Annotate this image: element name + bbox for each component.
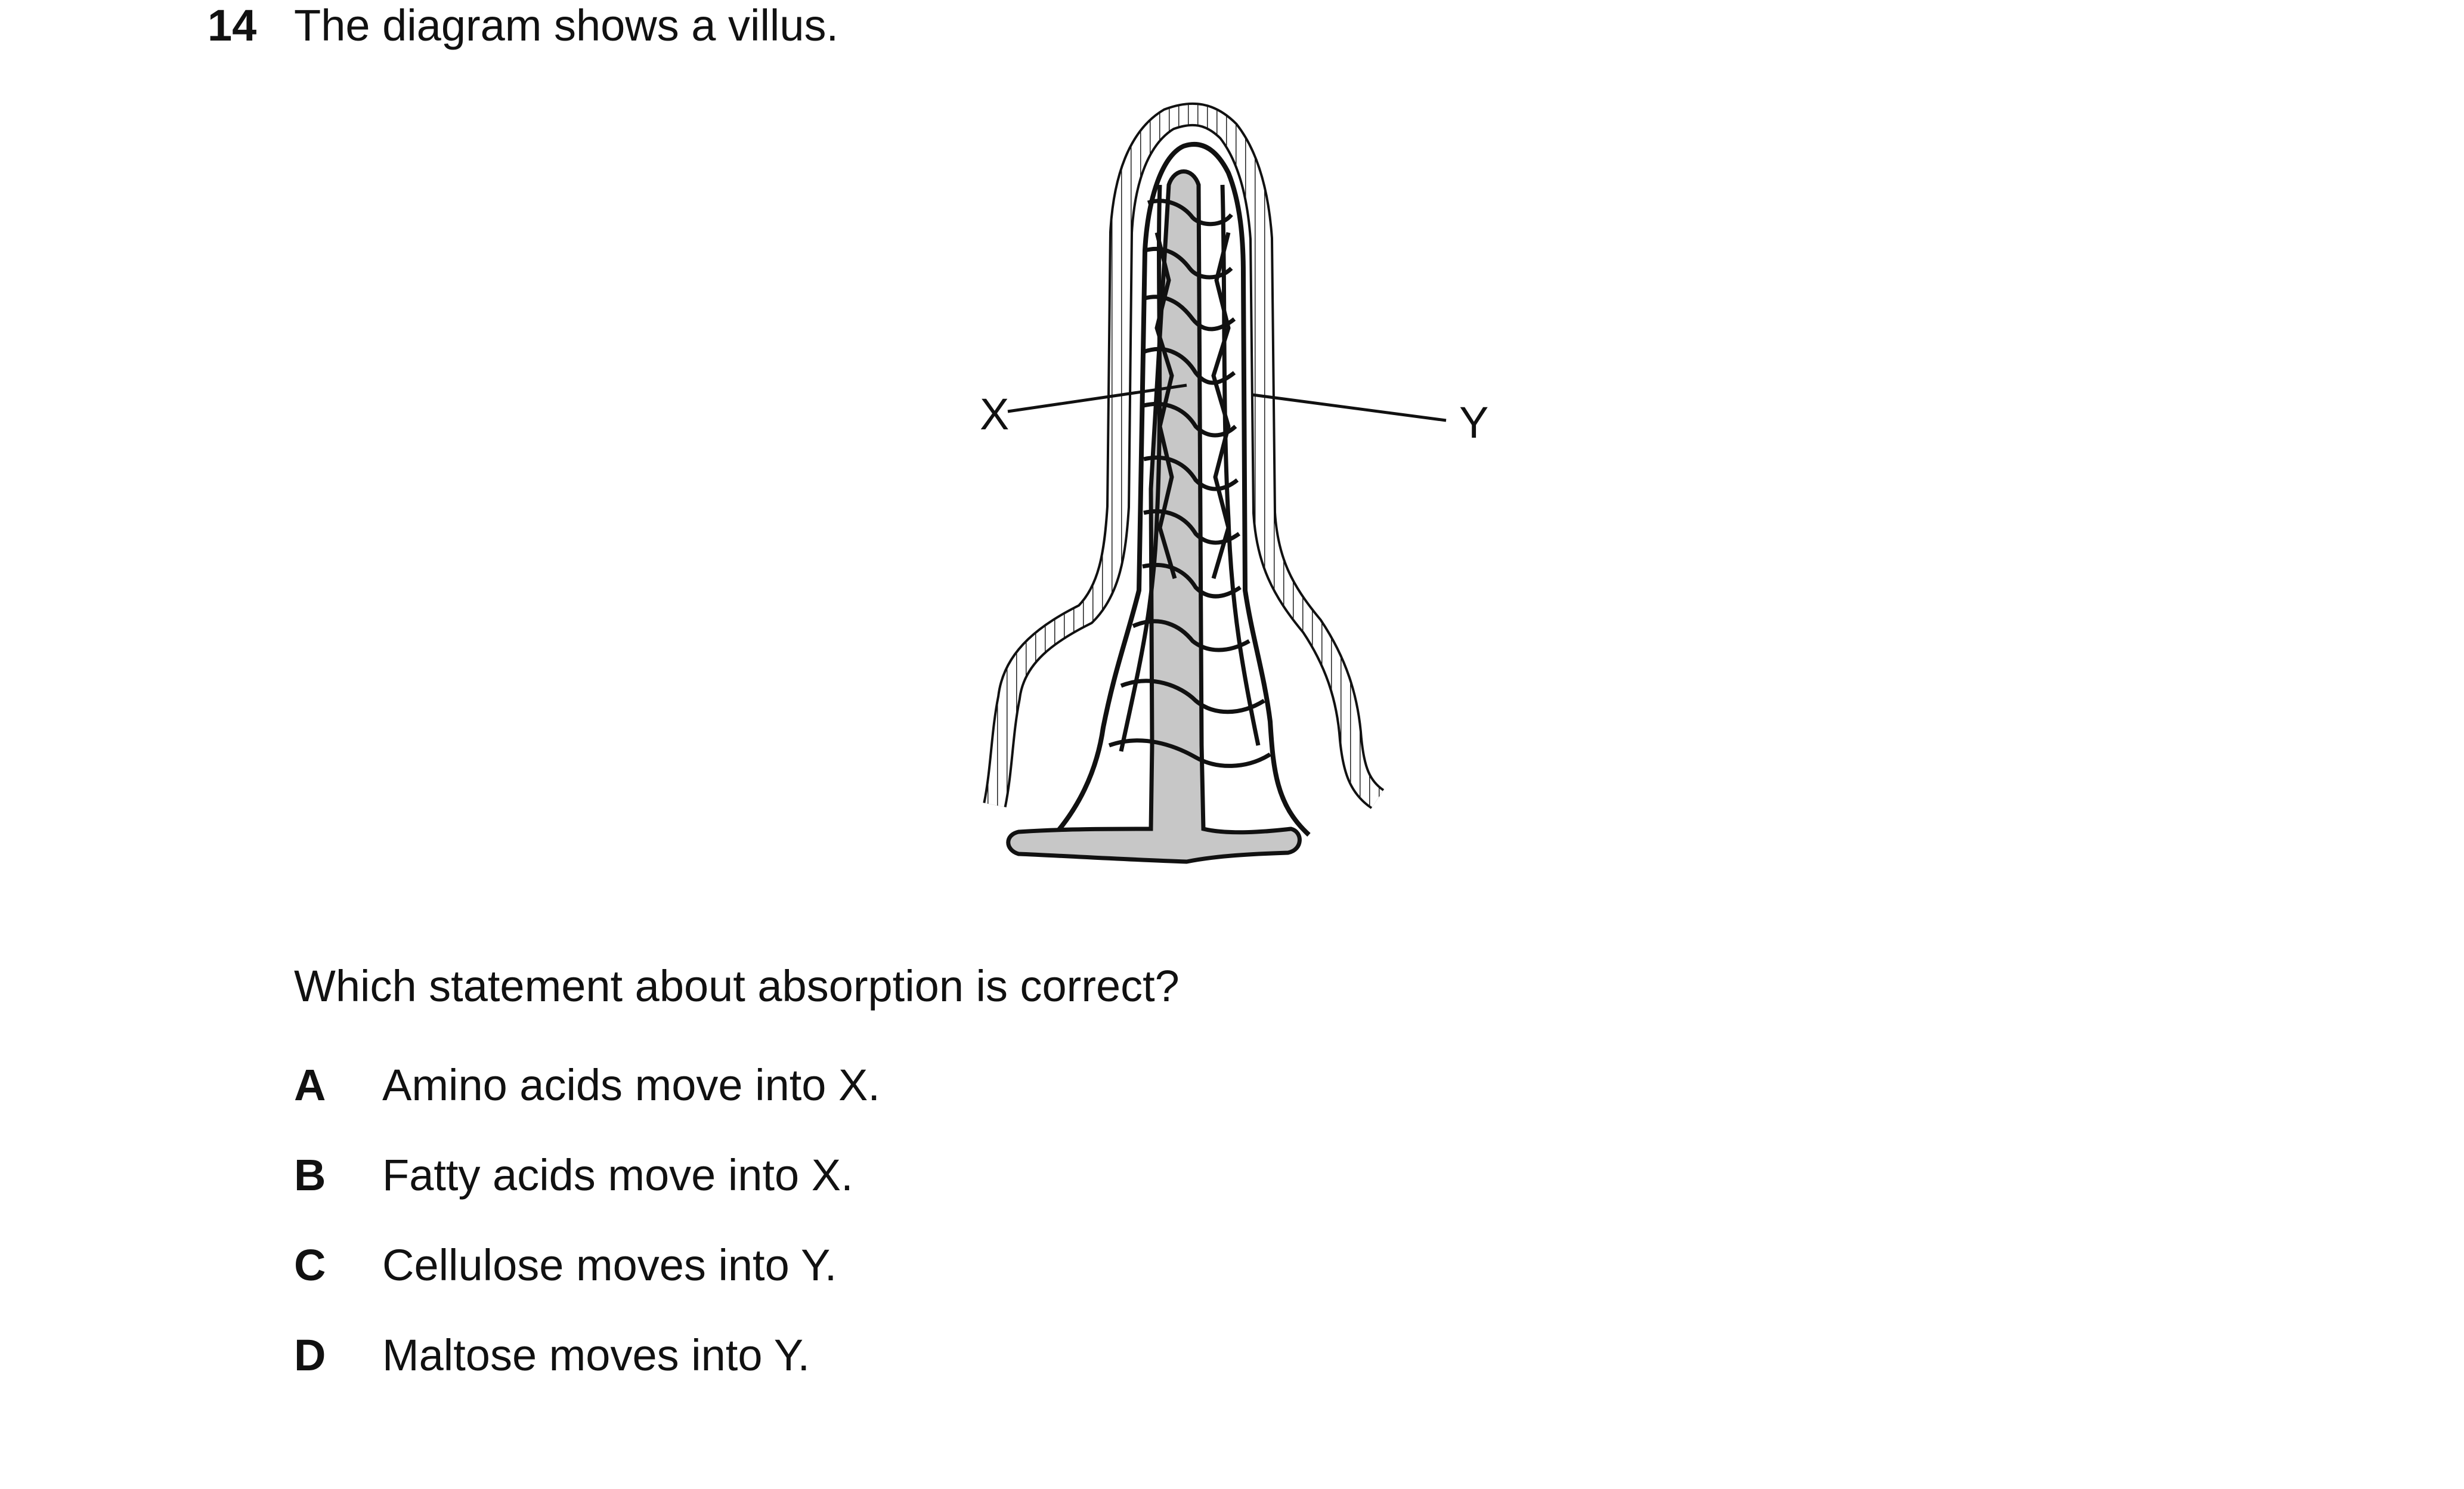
diagram-label-y: Y: [1459, 398, 1489, 447]
option-d[interactable]: D Maltose moves into Y.: [294, 1333, 1367, 1423]
option-letter: A: [294, 1060, 326, 1110]
answer-options: A Amino acids move into X. B Fatty acids…: [294, 1063, 1367, 1423]
option-text: Cellulose moves into Y.: [382, 1240, 837, 1290]
question-stem: The diagram shows a villus.: [294, 1, 839, 50]
option-a[interactable]: A Amino acids move into X.: [294, 1063, 1367, 1153]
question-number: 14: [208, 1, 257, 50]
option-text: Maltose moves into Y.: [382, 1330, 810, 1380]
villus-diagram: [983, 102, 1447, 864]
option-letter: C: [294, 1240, 326, 1290]
option-c[interactable]: C Cellulose moves into Y.: [294, 1243, 1367, 1333]
question-prompt: Which statement about absorption is corr…: [294, 961, 1180, 1011]
option-text: Amino acids move into X.: [382, 1060, 880, 1110]
option-letter: B: [294, 1150, 326, 1200]
capillary-network: [1108, 184, 1271, 768]
option-text: Fatty acids move into X.: [382, 1150, 853, 1200]
villus-inner-wall: [1042, 142, 1311, 849]
lacteal: [1006, 169, 1302, 864]
diagram-label-x: X: [980, 389, 1010, 439]
option-letter: D: [294, 1330, 326, 1380]
label-x-leader: [1007, 383, 1187, 413]
option-b[interactable]: B Fatty acids move into X.: [294, 1153, 1367, 1243]
label-y-leader: [1252, 393, 1447, 422]
